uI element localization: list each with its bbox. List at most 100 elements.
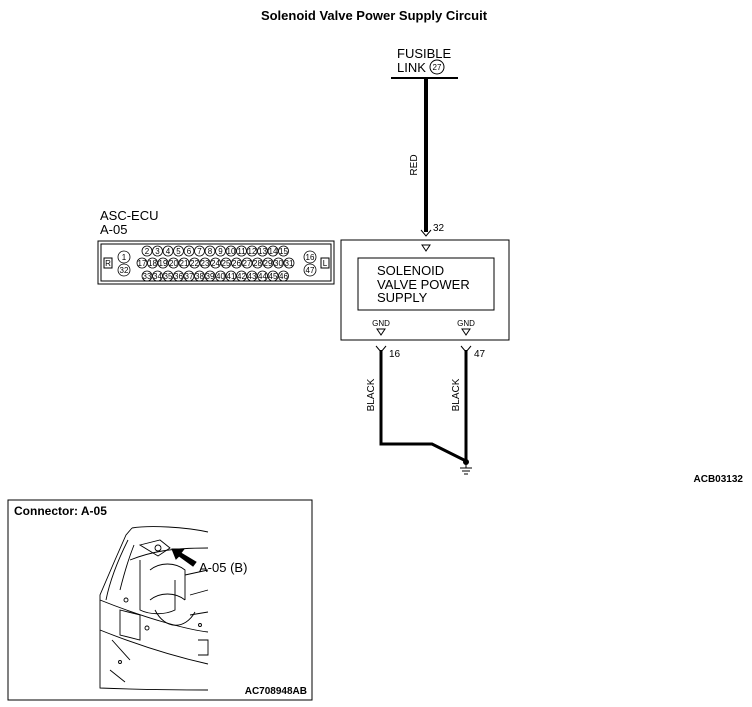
connector-pin: 42 xyxy=(237,272,246,281)
connector-pin: 28 xyxy=(253,259,262,268)
connector-pin: 23 xyxy=(201,259,210,268)
connector-locator-panel: Connector: A-05 xyxy=(7,499,313,701)
connector-side-right-box xyxy=(320,257,330,269)
connector-pin: 26 xyxy=(232,259,241,268)
connector-pin: 13 xyxy=(258,247,267,256)
connector-pin-circle xyxy=(273,257,284,269)
power-wire-color: RED xyxy=(409,154,420,175)
connector-pin-circle xyxy=(215,245,226,257)
connector-pin-circle xyxy=(183,270,195,282)
connector-inner xyxy=(100,243,332,282)
connector-pin-circle xyxy=(162,245,174,257)
connector-pin: 7 xyxy=(197,247,202,256)
connector-pin-circle xyxy=(194,245,205,257)
connector-pin: 31 xyxy=(285,259,294,268)
connector-pin-circle xyxy=(278,270,289,282)
connector-pin: 34 xyxy=(153,272,162,281)
locator-frame xyxy=(7,499,313,701)
connector-pin-large: 47 xyxy=(306,266,315,275)
connector-pin-circle xyxy=(168,257,179,269)
engine-bay-illustration xyxy=(99,526,209,691)
connector-pin: 18 xyxy=(148,259,157,268)
connector-pin: 27 xyxy=(243,259,252,268)
connector-pin-circle xyxy=(241,257,253,269)
connector-pin-circle xyxy=(152,270,163,282)
power-input-marker xyxy=(421,244,431,252)
fusible-link: FUSIBLE LINK 27 xyxy=(391,46,458,79)
connector-pin: 11 xyxy=(237,247,246,256)
connector-pin: 37 xyxy=(185,272,194,281)
fusible-link-number: 27 xyxy=(433,63,442,72)
connector-pin-circle xyxy=(267,245,279,257)
connector-pin-circle xyxy=(267,270,279,282)
solenoid-function-line3: SUPPLY xyxy=(377,290,428,305)
ground-wire-left-color: BLACK xyxy=(366,378,377,411)
connector-pin-circle xyxy=(225,245,237,257)
connector-side-right: L xyxy=(323,259,328,268)
ground-symbol-icon xyxy=(460,459,472,475)
diagram-title: Solenoid Valve Power Supply Circuit xyxy=(261,8,488,23)
connector-pin: 25 xyxy=(222,259,231,268)
connector-pin-circle xyxy=(225,270,237,282)
gnd-right-label: GND xyxy=(457,319,475,328)
connector-pin-large-circle xyxy=(117,250,131,264)
diagram-code: ACB03132 xyxy=(694,474,744,485)
connector-pin-circle xyxy=(236,270,247,282)
connector-pin: 29 xyxy=(264,259,273,268)
connector-pin-large: 32 xyxy=(120,266,129,275)
power-pin-terminal xyxy=(420,229,432,237)
fusible-link-number-circle xyxy=(429,59,445,75)
locator-callout: A-05 (B) xyxy=(199,560,247,575)
connector-pin-circle xyxy=(199,257,211,269)
connector-pin-circle xyxy=(262,257,274,269)
connector-pin-circle xyxy=(215,270,226,282)
connector-pin: 12 xyxy=(248,247,257,256)
solenoid-function-line1: SOLENOID xyxy=(377,263,444,278)
connector-pin-circle xyxy=(183,245,195,257)
connector-pin: 24 xyxy=(211,259,220,268)
connector-pin: 40 xyxy=(216,272,225,281)
connector-pin: 22 xyxy=(190,259,199,268)
gnd-right-pin-number: 47 xyxy=(474,349,486,360)
connector-pin: 8 xyxy=(208,247,213,256)
connector-pin: 15 xyxy=(279,247,288,256)
gnd-left-pin-number: 16 xyxy=(389,349,401,360)
connector-pin-circle xyxy=(257,245,268,257)
connector-pin: 43 xyxy=(248,272,257,281)
connector-pin: 39 xyxy=(206,272,215,281)
connector-pin: 20 xyxy=(169,259,178,268)
connector-pin-circle xyxy=(194,270,205,282)
connector-pin: 33 xyxy=(143,272,152,281)
connector-pin-circle xyxy=(152,245,163,257)
connector-pin-circle xyxy=(246,270,258,282)
connector-pin: 45 xyxy=(269,272,278,281)
connector-outer xyxy=(97,240,335,285)
power-pin-number: 32 xyxy=(433,223,445,234)
connector-pin-circle xyxy=(252,257,263,269)
connector-pin-circle xyxy=(220,257,232,269)
connector-pin: 19 xyxy=(159,259,168,268)
connector-pin: 41 xyxy=(227,272,236,281)
connector-pin: 9 xyxy=(218,247,223,256)
connector-pin-large: 1 xyxy=(122,253,127,262)
connector-pin-circle xyxy=(210,257,221,269)
connector-pin: 5 xyxy=(176,247,181,256)
connector-pin-circle xyxy=(147,257,158,269)
fusible-link-label-line2: LINK xyxy=(397,60,426,75)
connector-pin-circle xyxy=(189,257,200,269)
connector-pin: 36 xyxy=(174,272,183,281)
gnd-left-label: GND xyxy=(372,319,390,328)
connector-pin-circle xyxy=(136,257,148,269)
connector-pin-circle xyxy=(257,270,268,282)
connector-pin: 4 xyxy=(166,247,171,256)
solenoid-function-line2: VALVE POWER xyxy=(377,277,470,292)
connector-pin-circle xyxy=(246,245,258,257)
gnd-left-marker xyxy=(376,328,386,336)
connector-pin-large-circle xyxy=(117,263,131,277)
connector-pin: 14 xyxy=(269,247,278,256)
connector-pin-circle xyxy=(173,245,184,257)
connector-pin-large-circle xyxy=(303,250,317,264)
connector-pin-circle xyxy=(173,270,184,282)
locator-code: AC708948AB xyxy=(245,686,307,697)
ground-wire-right-color: BLACK xyxy=(451,378,462,411)
